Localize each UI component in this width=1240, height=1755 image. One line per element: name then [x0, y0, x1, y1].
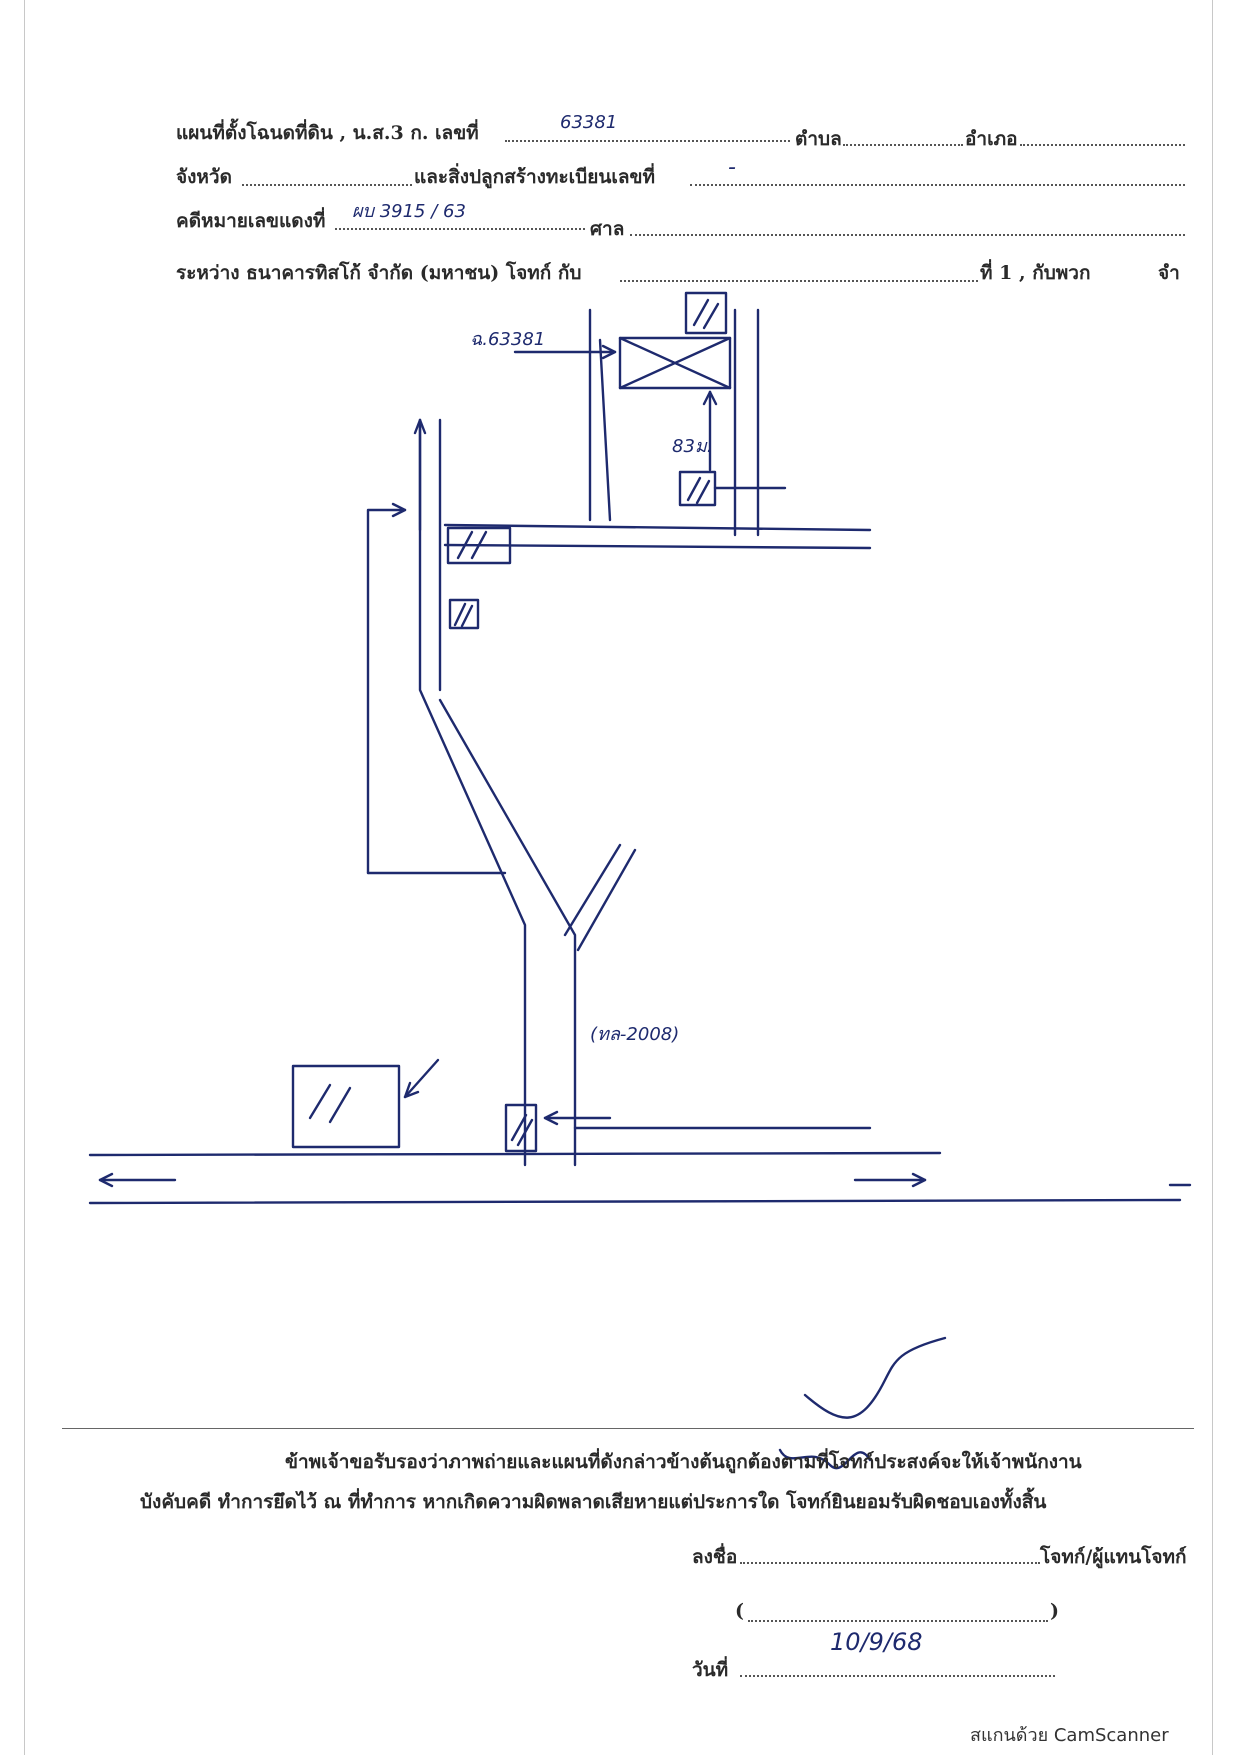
trailing-text: จำ	[1158, 262, 1180, 284]
signature-stroke	[803, 1336, 947, 1419]
landmark-near-road	[504, 1103, 538, 1153]
page-edge-right	[1212, 0, 1213, 1755]
name-paren-close: )	[1050, 1600, 1059, 1622]
certification-line-1: ข้าพเจ้าขอรับรองว่าภาพถ่ายและแผนที่ดังกล…	[285, 1451, 1082, 1473]
building-dots	[690, 184, 1185, 186]
province-label: จังหวัด	[176, 166, 232, 188]
scanner-watermark: สแกนด้วย CamScanner	[970, 1725, 1169, 1746]
branch-road-1	[563, 843, 622, 937]
certification-rule	[62, 1428, 1194, 1429]
sign-dots	[740, 1562, 1040, 1564]
distance-map-label: 83ม.	[672, 436, 713, 457]
highway-top	[88, 1151, 942, 1157]
distance-arrow	[702, 390, 718, 406]
case-label: คดีหมายเลขแดงที่	[176, 210, 326, 232]
court-dots	[630, 234, 1185, 236]
building-value: -	[728, 155, 736, 180]
hospital-box	[291, 1064, 401, 1149]
defendant-no-label: ที่ 1 , กับพวก	[980, 262, 1091, 284]
hospital-arrow	[403, 1081, 420, 1099]
date-value: 10/9/68	[830, 1628, 923, 1656]
defendant-dots	[620, 280, 978, 282]
tambon-label: ตำบล	[795, 128, 842, 150]
target-plot-cross	[618, 336, 732, 390]
left-road-edge	[418, 418, 527, 1167]
sign-label: ลงชื่อ	[692, 1546, 738, 1568]
top-road-2	[443, 543, 872, 550]
amphoe-label: อำเภอ	[965, 128, 1018, 150]
target-plot	[618, 336, 732, 390]
left-distance-arrow	[391, 502, 407, 518]
signature-name-stroke	[778, 1448, 872, 1470]
date-dots	[740, 1675, 1055, 1677]
landmark-small	[448, 598, 480, 630]
arrow-to-box	[543, 1110, 559, 1126]
deed-no-dots	[505, 140, 790, 142]
arrow-to-plot	[601, 344, 617, 360]
west-arrow	[98, 1172, 114, 1188]
road-map-label: (ทล-2008)	[590, 1024, 679, 1045]
east-arrow	[911, 1172, 927, 1188]
name-paren-open: (	[735, 1600, 744, 1622]
certification-line-2: บังคับคดี ทำการยึดไว้ ณ ที่ทำการ หากเกิด…	[140, 1491, 1047, 1513]
province-dots	[242, 184, 412, 186]
sign-role-label: โจทก์/ผู้แทนโจทก์	[1040, 1546, 1187, 1568]
deed-no-value: 63381	[560, 112, 618, 133]
deed-map-label: ฉ.63381	[470, 329, 545, 350]
case-value: ผบ 3915 / 63	[352, 201, 466, 222]
branch-road-2	[576, 848, 637, 952]
landmark-shop	[446, 526, 512, 565]
case-dots	[335, 228, 585, 230]
highway-bottom	[88, 1198, 1182, 1205]
page-edge-left	[24, 0, 25, 1755]
tambon-dots	[843, 144, 963, 146]
right-road-edge	[438, 698, 577, 1167]
name-dots	[748, 1620, 1048, 1622]
court-label: ศาล	[590, 218, 625, 240]
map-label: แผนที่ตั้งโฉนดที่ดิน , น.ส.3 ก. เลขที่	[176, 122, 479, 144]
top-road-1	[443, 523, 872, 532]
building-top	[684, 291, 728, 335]
between-label: ระหว่าง ธนาคารทิสโก้ จำกัด (มหาชน) โจทก์…	[176, 262, 582, 284]
north-arrow	[413, 418, 427, 435]
building-label: และสิ่งปลูกสร้างทะเบียนเลขที่	[414, 166, 655, 188]
soi-right-edge	[598, 338, 612, 522]
date-label: วันที่	[692, 1659, 729, 1681]
amphoe-dots	[1020, 144, 1185, 146]
